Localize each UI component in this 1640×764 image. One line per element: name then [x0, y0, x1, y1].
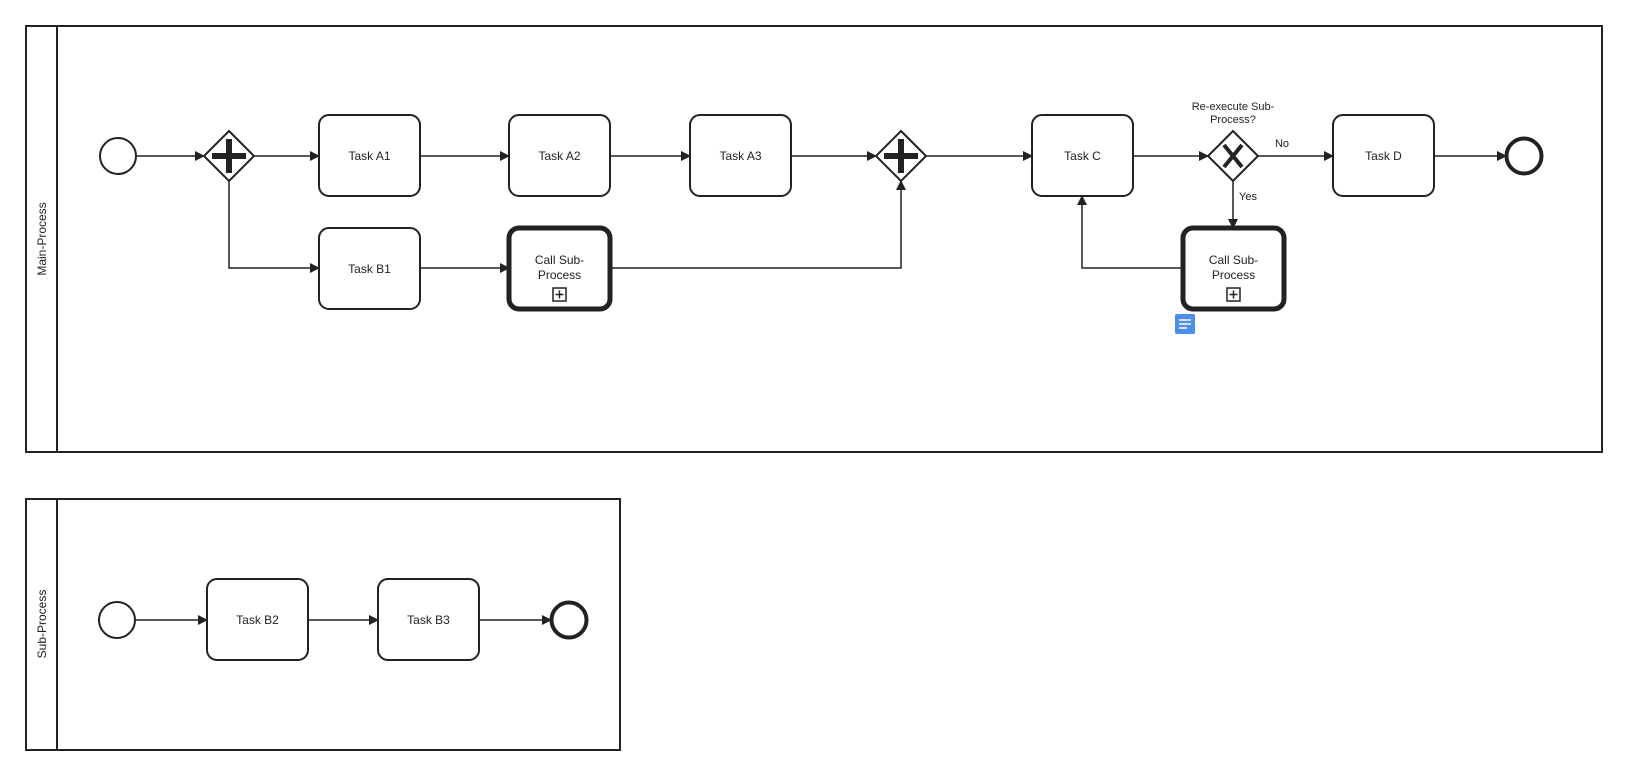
x-icon: [1222, 143, 1244, 169]
flow-call2-to-task-c[interactable]: [1077, 195, 1183, 269]
flow-label-yes: Yes: [1239, 191, 1257, 203]
task-b2-label: Task B2: [236, 613, 279, 627]
sub-start-event[interactable]: [98, 601, 136, 639]
gateway-question-line2: Process?: [1210, 114, 1256, 126]
call-subprocess-2-label-line1: Call Sub-: [1209, 253, 1258, 267]
flow-split-to-task-b1[interactable]: [228, 181, 320, 273]
task-b3-label: Task B3: [407, 613, 450, 627]
task-a2[interactable]: Task A2: [508, 114, 611, 197]
plus-icon: [212, 139, 246, 173]
main-end-event[interactable]: [1504, 136, 1544, 176]
task-d[interactable]: Task D: [1332, 114, 1435, 197]
sub-end-event[interactable]: [549, 600, 589, 640]
flow-label-no: No: [1275, 138, 1289, 150]
task-b1[interactable]: Task B1: [318, 227, 421, 310]
task-b1-label: Task B1: [348, 262, 391, 276]
main-process-pool[interactable]: Main-Process: [25, 25, 1603, 453]
main-start-event[interactable]: [99, 137, 137, 175]
task-d-label: Task D: [1365, 149, 1402, 163]
call-subprocess-2-label-line2: Process: [1212, 268, 1255, 282]
task-a1[interactable]: Task A1: [318, 114, 421, 197]
main-process-label: Main-Process: [35, 202, 49, 275]
task-a2-label: Task A2: [538, 149, 580, 163]
call-subprocess-1[interactable]: Call Sub- Process: [506, 225, 613, 312]
task-a1-label: Task A1: [348, 149, 390, 163]
expand-box-icon[interactable]: [1226, 287, 1241, 302]
task-a3-label: Task A3: [719, 149, 761, 163]
task-c[interactable]: Task C: [1031, 114, 1134, 197]
note-icon[interactable]: [1175, 314, 1195, 334]
task-b3[interactable]: Task B3: [377, 578, 480, 661]
expand-box-icon[interactable]: [552, 287, 567, 302]
call-subprocess-2[interactable]: Call Sub- Process: [1180, 225, 1287, 312]
plus-icon: [884, 139, 918, 173]
gateway-question-line1: Re-execute Sub-: [1192, 101, 1275, 113]
flow-call1-to-join[interactable]: [610, 180, 906, 269]
task-c-label: Task C: [1064, 149, 1101, 163]
call-subprocess-1-label-line1: Call Sub-: [535, 253, 584, 267]
task-a3[interactable]: Task A3: [689, 114, 792, 197]
sub-process-label: Sub-Process: [35, 590, 49, 659]
call-subprocess-1-label-line2: Process: [538, 268, 581, 282]
task-b2[interactable]: Task B2: [206, 578, 309, 661]
